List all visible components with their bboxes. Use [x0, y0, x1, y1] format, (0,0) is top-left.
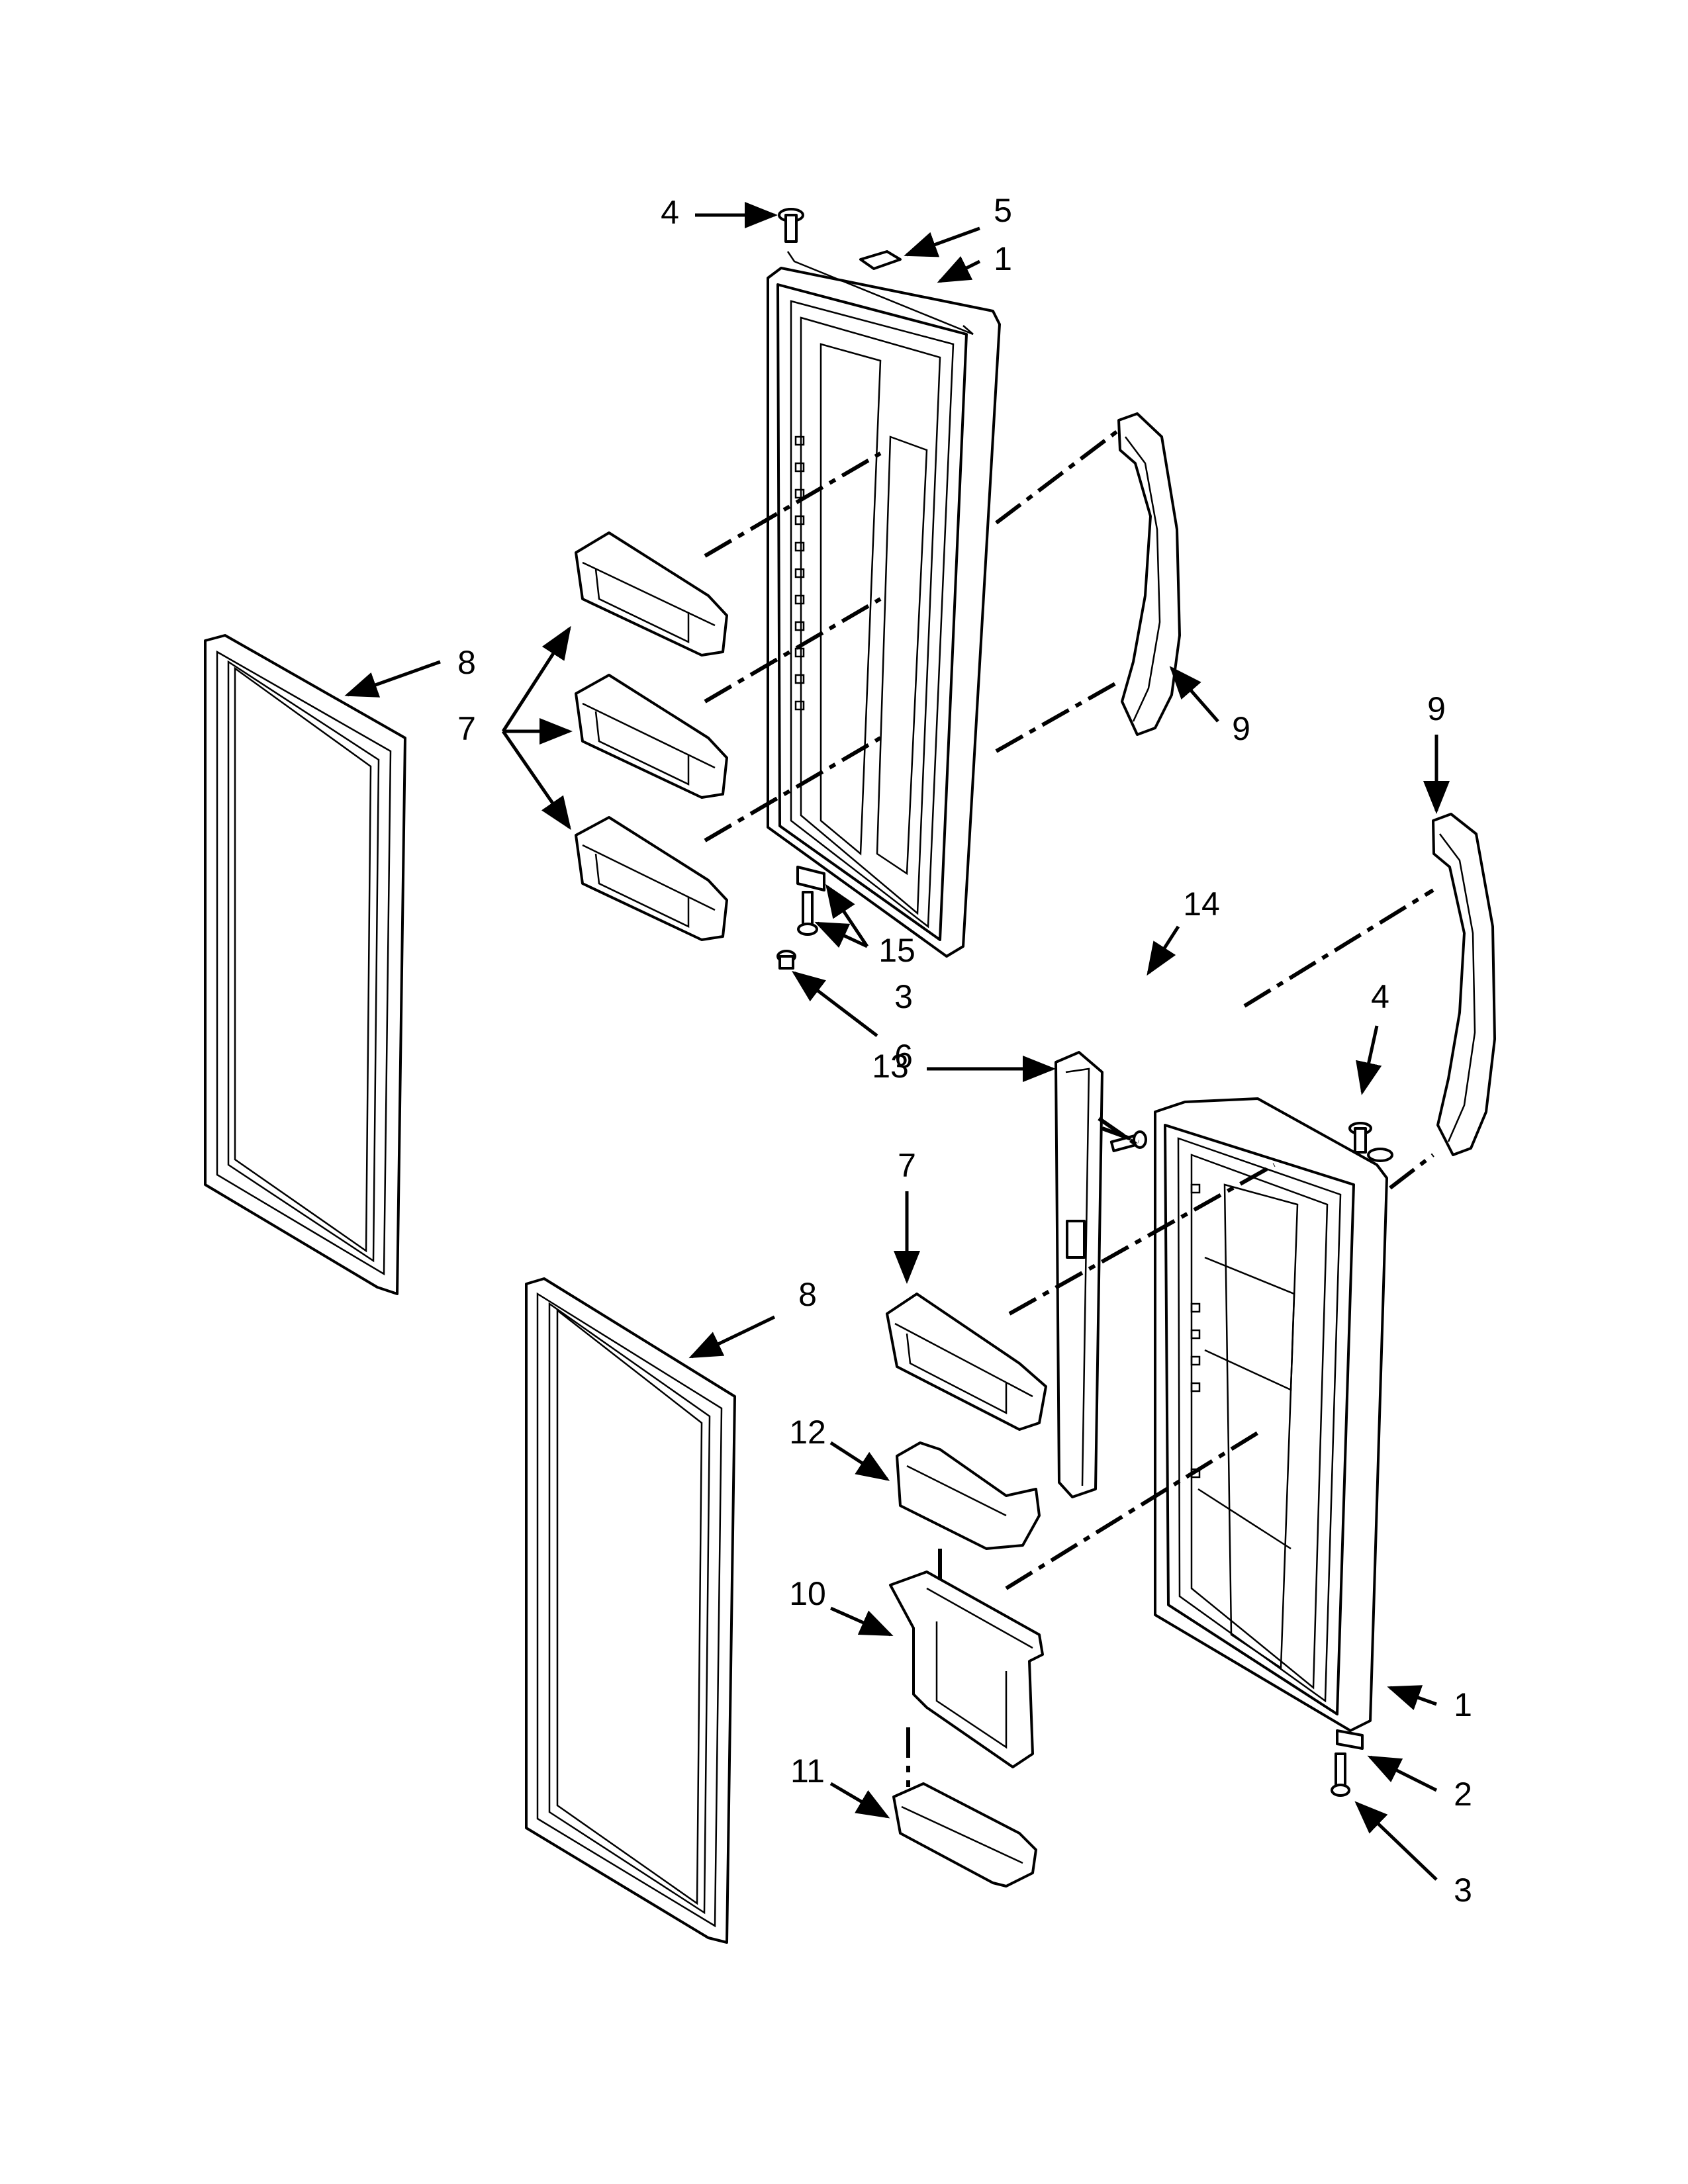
refrigerator-door-left [767, 251, 1001, 958]
door-bin-12 [896, 1441, 1041, 1550]
hinge-cap [859, 250, 902, 270]
callout-6: 6 [894, 1038, 913, 1075]
callout-4-top: 4 [661, 194, 679, 231]
door-handle-lower [1432, 813, 1496, 1156]
callout-labels: 4 5 1 8 7 9 9 14 15 3 6 4 13 7 8 12 10 1… [457, 192, 1472, 1909]
callout-7-group: 7 [457, 710, 476, 747]
callout-8-lower: 8 [798, 1276, 817, 1313]
hinge-bracket-15 [796, 866, 825, 891]
refrigerator-door-right [1154, 1097, 1393, 1732]
door-bin-3 [575, 816, 728, 941]
callout-5: 5 [994, 192, 1012, 229]
door-handle-upper [1117, 412, 1181, 736]
door-bin-11 [892, 1782, 1037, 1888]
callout-10: 10 [789, 1575, 826, 1612]
callout-9-left: 9 [1232, 710, 1250, 747]
callout-3-mid: 3 [894, 978, 913, 1015]
hinge-bushing-6 [776, 950, 796, 970]
door-bin-2 [575, 674, 728, 799]
callout-15: 15 [878, 932, 915, 969]
callout-9-right: 9 [1427, 690, 1446, 727]
leader-arrows [344, 202, 1450, 1881]
door-gasket-left [204, 634, 406, 1295]
callout-14: 14 [1183, 886, 1220, 923]
hinge-pin-right [1348, 1122, 1372, 1154]
door-gasket-right [525, 1277, 736, 1944]
door-bin-lower [886, 1293, 1047, 1431]
hinge-parts-bottom-right [1331, 1729, 1364, 1797]
callout-7-lower: 7 [898, 1147, 916, 1184]
door-bin-1 [575, 531, 728, 657]
dispenser-bracket-10 [889, 1570, 1044, 1768]
callout-1-bottom: 1 [1454, 1686, 1472, 1723]
callout-12: 12 [789, 1414, 826, 1451]
hinge-screw-3-left [797, 891, 818, 936]
callout-4-right: 4 [1371, 978, 1389, 1015]
callout-2: 2 [1454, 1776, 1472, 1813]
callout-8-upper: 8 [457, 644, 476, 681]
callout-3-bottom: 3 [1454, 1872, 1472, 1909]
hinge-pin-top [778, 208, 804, 243]
alignment-lines [704, 428, 1434, 1787]
callout-11: 11 [790, 1752, 825, 1790]
callout-1-top: 1 [994, 240, 1012, 277]
callout-13: 13 [872, 1048, 909, 1085]
